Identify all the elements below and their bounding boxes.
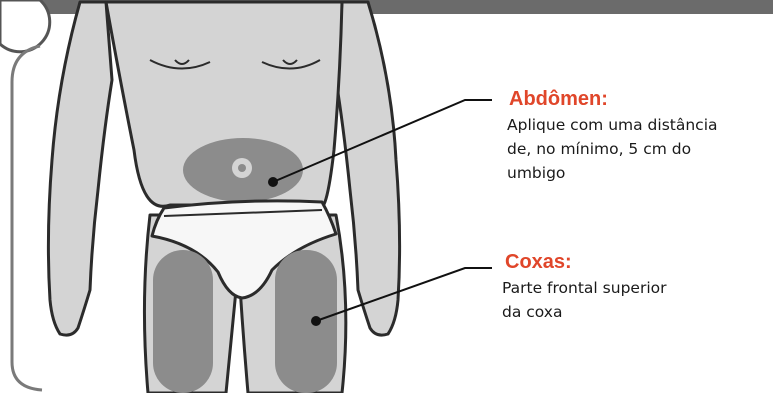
thigh-injection-zone-right [275,250,337,393]
abdomen-line-2: de, no mínimo, 5 cm do [507,140,691,158]
panel-outline [12,46,42,390]
thighs-heading: Coxas: [505,250,666,274]
navel-center [238,164,246,172]
abdomen-heading: Abdômen: [509,87,718,111]
abdomen-description: Aplique com uma distância de, no mínimo,… [507,113,718,185]
abdomen-line-1: Aplique com uma distância [507,116,718,134]
thighs-line-1: Parte frontal superior [502,279,666,297]
thighs-description: Parte frontal superior da coxa [502,276,666,324]
abdomen-leader-dot [268,177,278,187]
abdomen-annotation: Abdômen: Aplique com uma distância de, n… [509,87,718,185]
thigh-leader-dot [311,316,321,326]
thigh-injection-zone-left [153,250,213,393]
step-badge [0,0,50,52]
abdomen-line-3: umbigo [507,164,565,182]
left-arm [48,2,112,335]
thighs-line-2: da coxa [502,303,562,321]
thighs-annotation: Coxas: Parte frontal superior da coxa [505,250,666,324]
